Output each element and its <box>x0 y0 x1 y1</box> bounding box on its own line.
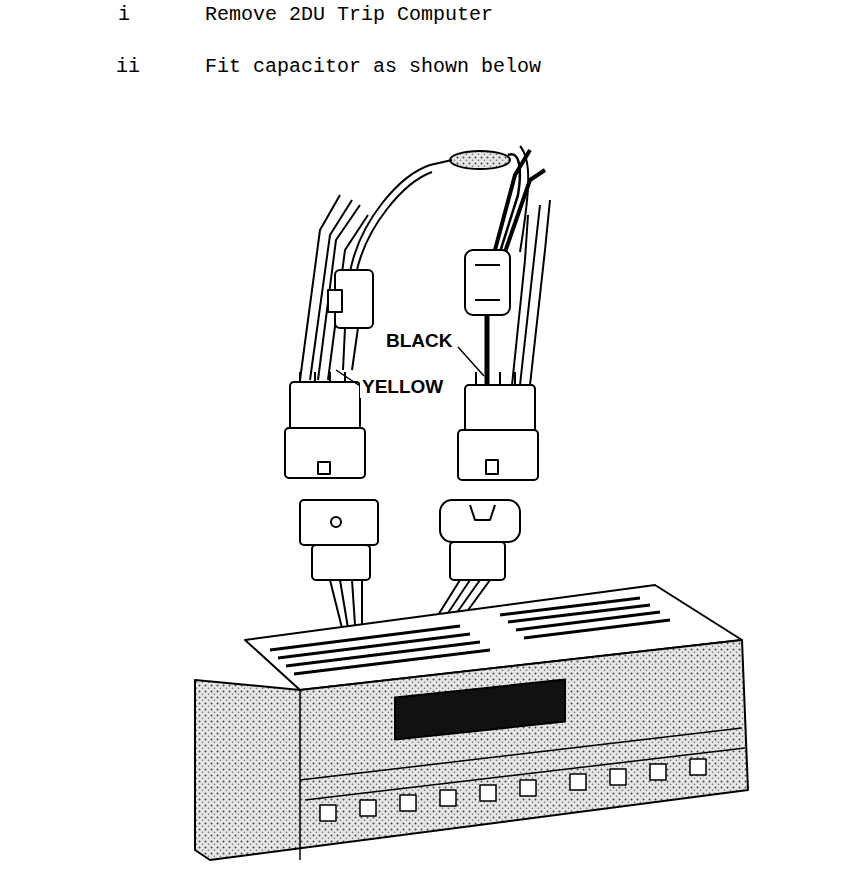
step-number: ii <box>116 56 140 78</box>
step-number: i <box>118 4 130 26</box>
instruction-text: Fit capacitor as shown below <box>205 56 541 78</box>
instruction-text: Remove 2DU Trip Computer <box>205 4 493 26</box>
wire-colour-label: BLACK <box>384 331 455 352</box>
wire-colour-label: YELLOW <box>360 377 445 398</box>
